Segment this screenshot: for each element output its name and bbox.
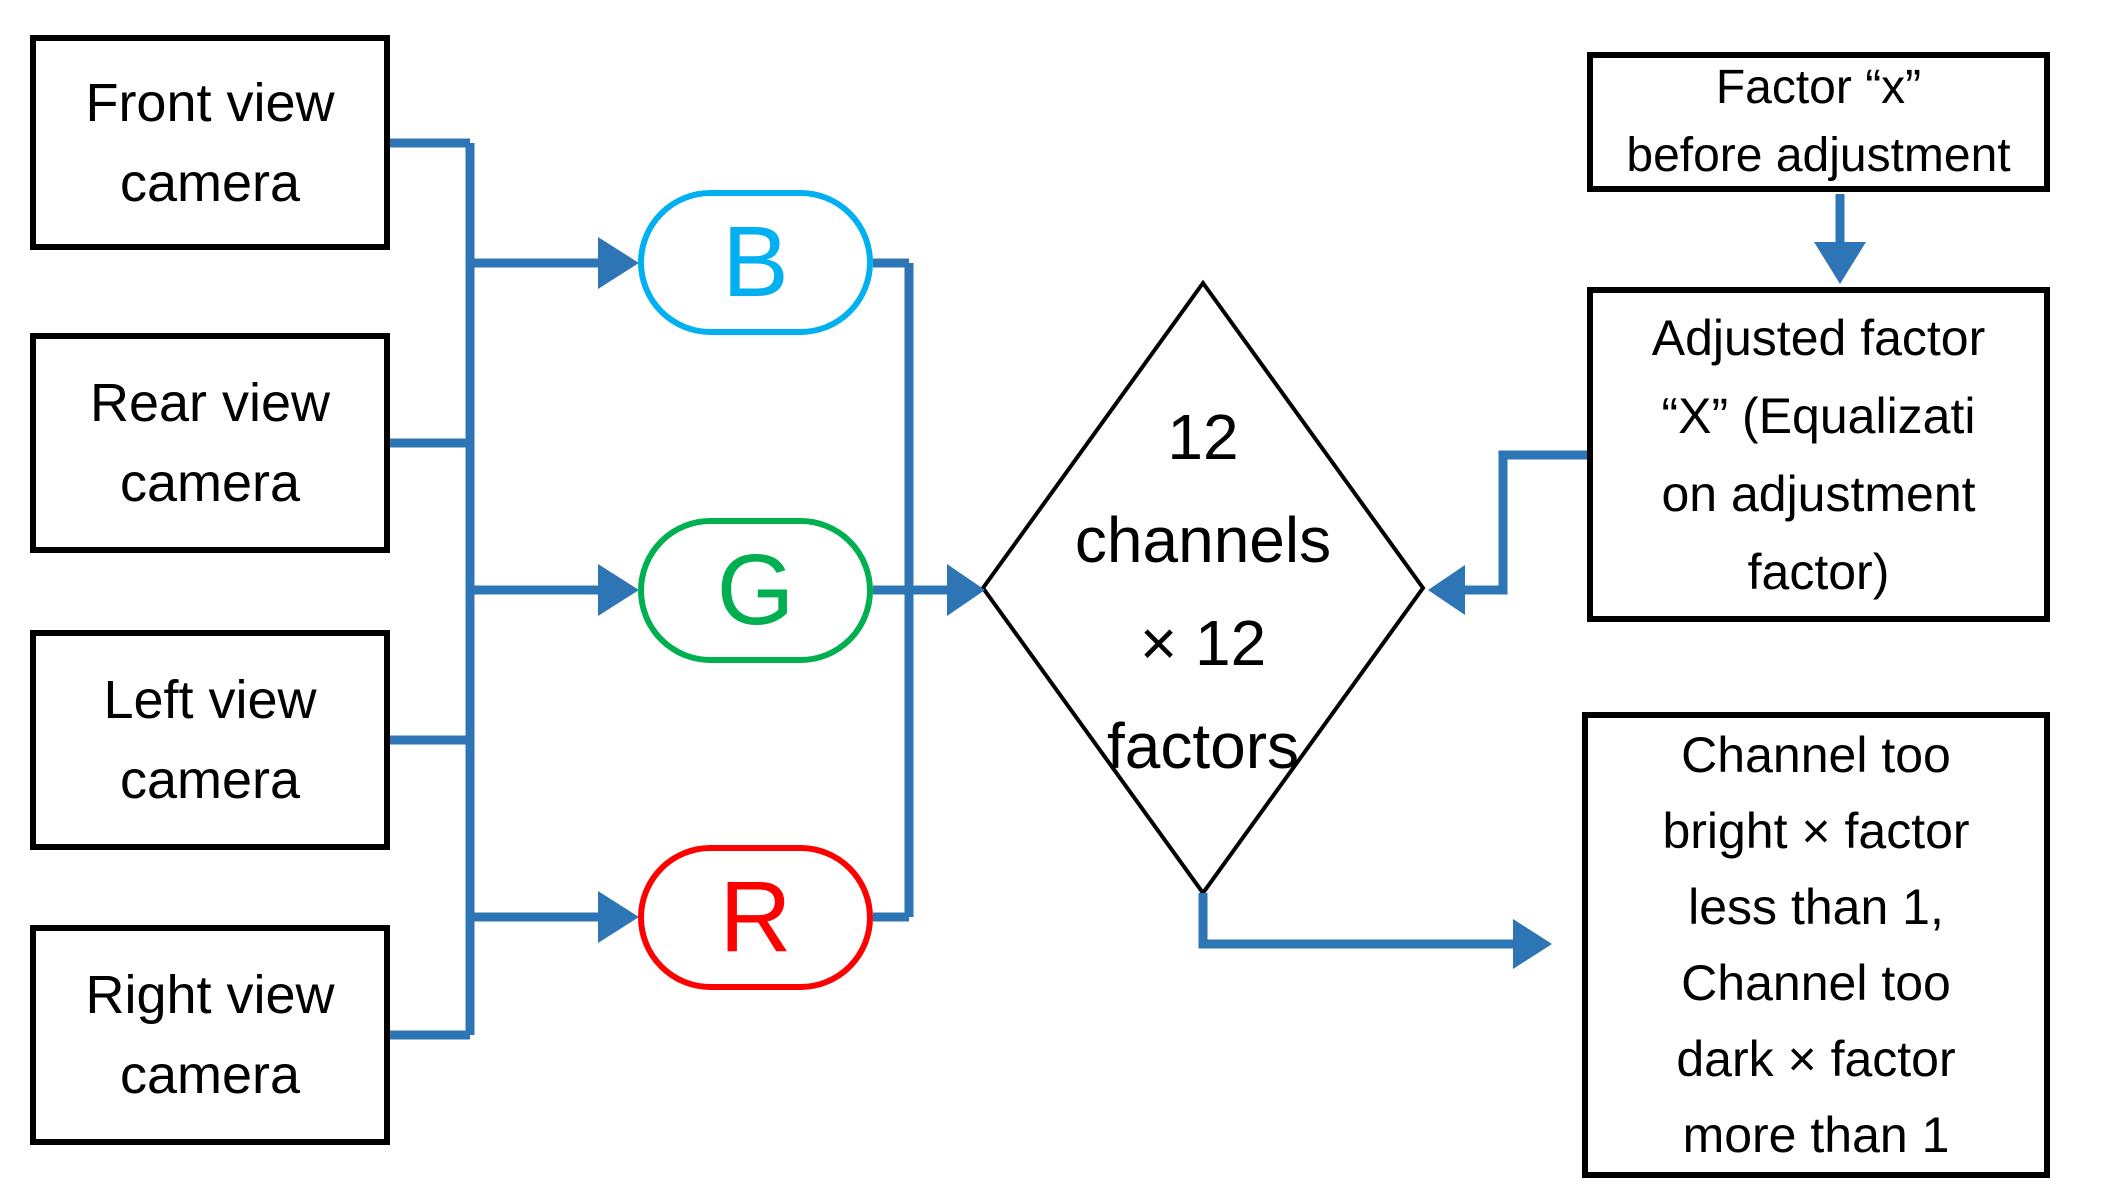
- adjusted-box-line-3: on adjustment: [1661, 465, 1976, 522]
- factor-before-adjustment-box: Factor “x” before adjustment: [1587, 52, 2050, 192]
- front-camera-label-2: camera: [119, 152, 301, 213]
- factor-box-line-1: Factor “x”: [1715, 61, 1922, 114]
- result-box-line-4: Channel too: [1681, 955, 1951, 1011]
- adjusted-box-line-4: factor): [1747, 543, 1890, 600]
- decision-label-line-1: 12: [1167, 401, 1239, 473]
- arrowhead-to-result: [1513, 919, 1552, 969]
- arrowhead-to-b: [598, 237, 639, 289]
- channel-result-box: Channel too bright × factor less than 1,…: [1582, 712, 2050, 1178]
- channel-b-letter: B: [722, 206, 789, 318]
- rear-camera-label-2: camera: [119, 453, 301, 513]
- result-box-line-6: more than 1: [1682, 1107, 1950, 1163]
- left-camera-box: Left view camera: [30, 630, 390, 850]
- channel-b-node: B: [638, 190, 873, 335]
- arrowhead-to-diamond-right: [1428, 565, 1465, 615]
- front-camera-label: Front view: [85, 72, 335, 133]
- left-camera-label-2: camera: [119, 750, 301, 810]
- arrowhead-to-diamond-left: [947, 564, 985, 616]
- diamond-to-result-line: [1198, 893, 1513, 949]
- channel-g-node: G: [638, 518, 873, 663]
- result-box-line-1: Channel too: [1681, 727, 1951, 783]
- channel-r-letter: R: [719, 861, 792, 973]
- branch-lines-bgr: [470, 258, 600, 922]
- rear-camera-box: Rear view camera: [30, 333, 390, 553]
- decision-label-line-3: × 12: [1139, 607, 1267, 679]
- arrowhead-to-r: [598, 891, 639, 943]
- result-box-line-3: less than 1,: [1688, 879, 1944, 935]
- camera-trunk-line: [390, 138, 475, 1040]
- adjusted-box-line-2: “X” (Equalizati: [1661, 387, 1976, 444]
- arrowhead-to-g: [598, 564, 639, 616]
- front-camera-box: Front view camera: [30, 35, 390, 250]
- decision-label: 12 channels × 12 factors: [983, 386, 1423, 798]
- adjusted-to-diamond-line: [1465, 450, 1587, 595]
- result-box-line-5: dark × factor: [1676, 1031, 1956, 1087]
- arrowhead-down-to-adjusted: [1814, 242, 1866, 284]
- right-camera-box: Right view camera: [30, 925, 390, 1145]
- factor-box-line-2: before adjustment: [1626, 129, 2011, 182]
- decision-label-line-2: channels: [1074, 504, 1332, 576]
- channel-g-letter: G: [716, 534, 795, 646]
- adjusted-box-line-1: Adjusted factor: [1651, 309, 1986, 366]
- decision-label-line-4: factors: [1106, 710, 1300, 782]
- adjusted-factor-box: Adjusted factor “X” (Equalizati on adjus…: [1587, 287, 2050, 622]
- collector-line: [873, 258, 947, 922]
- rear-camera-label: Rear view: [89, 373, 331, 433]
- right-camera-label-2: camera: [119, 1045, 301, 1105]
- result-box-line-2: bright × factor: [1662, 803, 1970, 859]
- right-camera-label: Right view: [85, 965, 335, 1025]
- left-camera-label: Left view: [103, 670, 317, 730]
- channel-r-node: R: [638, 845, 873, 990]
